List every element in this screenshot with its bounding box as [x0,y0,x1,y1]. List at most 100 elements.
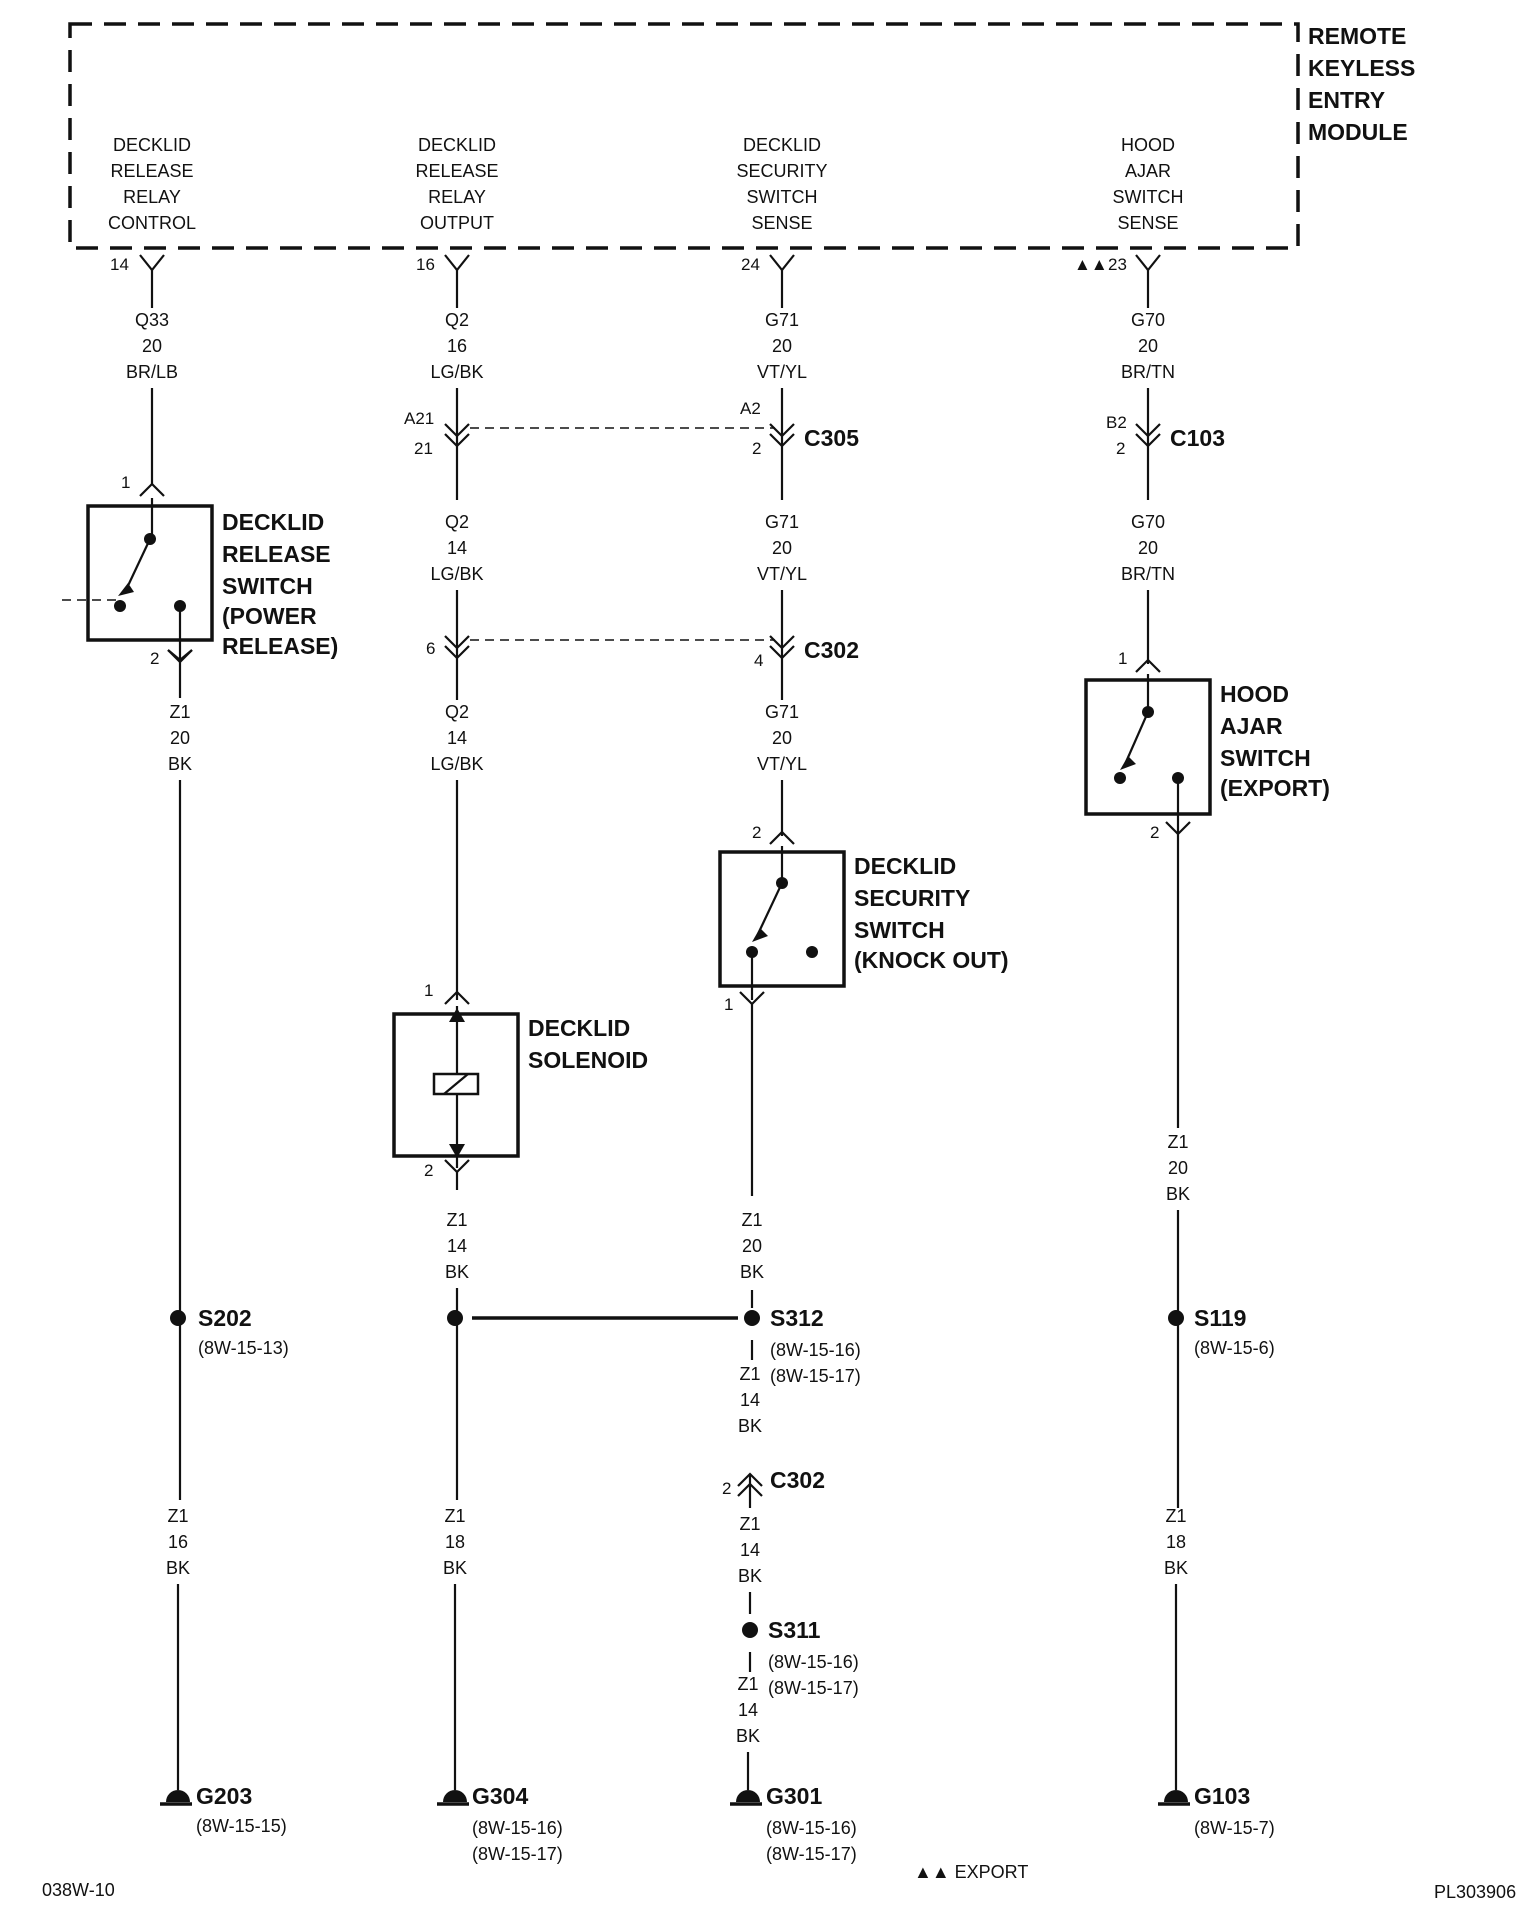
svg-text:SWITCH: SWITCH [222,573,313,599]
module-name-line-1: REMOTE [1308,23,1406,49]
svg-text:Z1: Z1 [1165,1506,1186,1526]
switch-arm [125,538,151,591]
circuit-q33: Q33 20 BR/LB 1 [121,270,178,497]
svg-text:G71: G71 [765,702,799,722]
svg-text:(8W-15-16): (8W-15-16) [766,1818,857,1838]
splice-node [447,1310,463,1326]
connector-c305: C305 [804,425,859,451]
svg-text:18: 18 [1166,1532,1186,1552]
svg-text:LG/BK: LG/BK [430,564,483,584]
splice-s312 [744,1310,760,1326]
svg-text:BK: BK [166,1558,190,1578]
svg-text:(8W-15-17): (8W-15-17) [472,1844,563,1864]
export-legend: ▲▲ EXPORT [914,1862,1028,1882]
svg-text:G71: G71 [765,512,799,532]
svg-text:1: 1 [424,981,433,1000]
svg-text:Q2: Q2 [445,702,469,722]
svg-text:BK: BK [738,1566,762,1586]
svg-text:20: 20 [742,1236,762,1256]
svg-text:2: 2 [424,1161,433,1180]
svg-text:BK: BK [738,1416,762,1436]
svg-text:16: 16 [168,1532,188,1552]
svg-text:14: 14 [740,1390,760,1410]
module-terminal-14 [139,254,165,272]
svg-text:Z1: Z1 [739,1364,760,1384]
circuit-label-decklid-release-relay-output: DECKLID RELEASE RELAY OUTPUT [415,135,498,233]
svg-text:BK: BK [736,1726,760,1746]
circuit-label-hood-ajar-switch-sense: HOOD AJAR SWITCH SENSE [1113,135,1184,233]
svg-text:16: 16 [447,336,467,356]
svg-text:SWITCH: SWITCH [1113,187,1184,207]
svg-text:20: 20 [772,728,792,748]
svg-text:2: 2 [752,823,761,842]
splice-s311 [742,1622,758,1638]
svg-text:(8W-15-16): (8W-15-16) [770,1340,861,1360]
svg-text:SENSE: SENSE [751,213,812,233]
module-terminal-24 [769,254,795,272]
svg-text:G70: G70 [1131,512,1165,532]
diagram-code-right: PL303906 [1434,1882,1516,1902]
svg-text:SWITCH: SWITCH [747,187,818,207]
svg-text:6: 6 [426,639,435,658]
svg-text:(EXPORT): (EXPORT) [1220,775,1330,801]
svg-text:G70: G70 [1131,310,1165,330]
svg-text:A2: A2 [740,399,761,418]
svg-text:B2: B2 [1106,413,1127,432]
svg-text:21: 21 [414,439,433,458]
remote-keyless-entry-module: REMOTE KEYLESS ENTRY MODULE DECKLID RELE… [68,22,1415,274]
ground-symbol-g301 [736,1790,760,1802]
svg-text:G203: G203 [196,1783,252,1809]
ground-symbol-g103 [1164,1790,1188,1802]
svg-text:(8W-15-15): (8W-15-15) [196,1816,287,1836]
svg-text:BK: BK [1166,1184,1190,1204]
svg-text:SOLENOID: SOLENOID [528,1047,648,1073]
svg-text:SECURITY: SECURITY [854,885,970,911]
circuit-col4-ground: Z1 20 BK S119 (8W-15-6) Z1 18 BK G103 (8… [1158,834,1275,1838]
module-terminal-16 [444,254,470,272]
svg-text:Q2: Q2 [445,310,469,330]
svg-text:CONTROL: CONTROL [108,213,196,233]
svg-text:(8W-15-16): (8W-15-16) [472,1818,563,1838]
svg-text:RELEASE: RELEASE [415,161,498,181]
svg-text:AJAR: AJAR [1125,161,1171,181]
circuit-col3-ground: Z1 20 BK S312 (8W-15-16) (8W-15-17) Z1 1… [722,1004,861,1864]
svg-text:14: 14 [740,1540,760,1560]
svg-text:1: 1 [1118,649,1127,668]
svg-text:Z1: Z1 [1167,1132,1188,1152]
svg-text:14: 14 [447,728,467,748]
module-name-line-3: ENTRY [1308,87,1385,113]
svg-text:2: 2 [722,1479,731,1498]
circuit-label-decklid-security-switch-sense: DECKLID SECURITY SWITCH SENSE [736,135,827,233]
svg-text:Z1: Z1 [446,1210,467,1230]
svg-text:S202: S202 [198,1305,252,1331]
svg-text:G71: G71 [765,310,799,330]
svg-text:SENSE: SENSE [1117,213,1178,233]
svg-text:2: 2 [1116,439,1125,458]
svg-text:2: 2 [1150,823,1159,842]
switch-terminal-1 [139,482,165,497]
ground-symbol-g203 [166,1790,190,1802]
svg-text:BR/TN: BR/TN [1121,362,1175,382]
svg-text:20: 20 [772,336,792,356]
svg-text:HOOD: HOOD [1220,681,1289,707]
svg-text:RELEASE): RELEASE) [222,633,338,659]
svg-text:(8W-15-17): (8W-15-17) [768,1678,859,1698]
svg-text:SWITCH: SWITCH [1220,745,1311,771]
svg-text:DECKLID: DECKLID [854,853,956,879]
svg-text:Z1: Z1 [741,1210,762,1230]
svg-text:DECKLID: DECKLID [113,135,191,155]
svg-text:20: 20 [1138,336,1158,356]
svg-text:SWITCH: SWITCH [854,917,945,943]
circuit-col2-ground: Z1 14 BK Z1 18 BK G304 (8W-15-16) (8W-15… [437,1172,738,1864]
svg-text:S312: S312 [770,1305,824,1331]
svg-text:VT/YL: VT/YL [757,362,807,382]
connector-c103: C103 [1170,425,1225,451]
svg-text:14: 14 [447,538,467,558]
svg-text:S119: S119 [1194,1305,1246,1331]
svg-text:20: 20 [170,728,190,748]
connector-c302-upper: C302 [804,637,859,663]
connector-c302-lower: C302 [770,1467,825,1493]
svg-text:Z1: Z1 [167,1506,188,1526]
svg-text:1: 1 [724,995,733,1014]
svg-text:14: 14 [447,1236,467,1256]
